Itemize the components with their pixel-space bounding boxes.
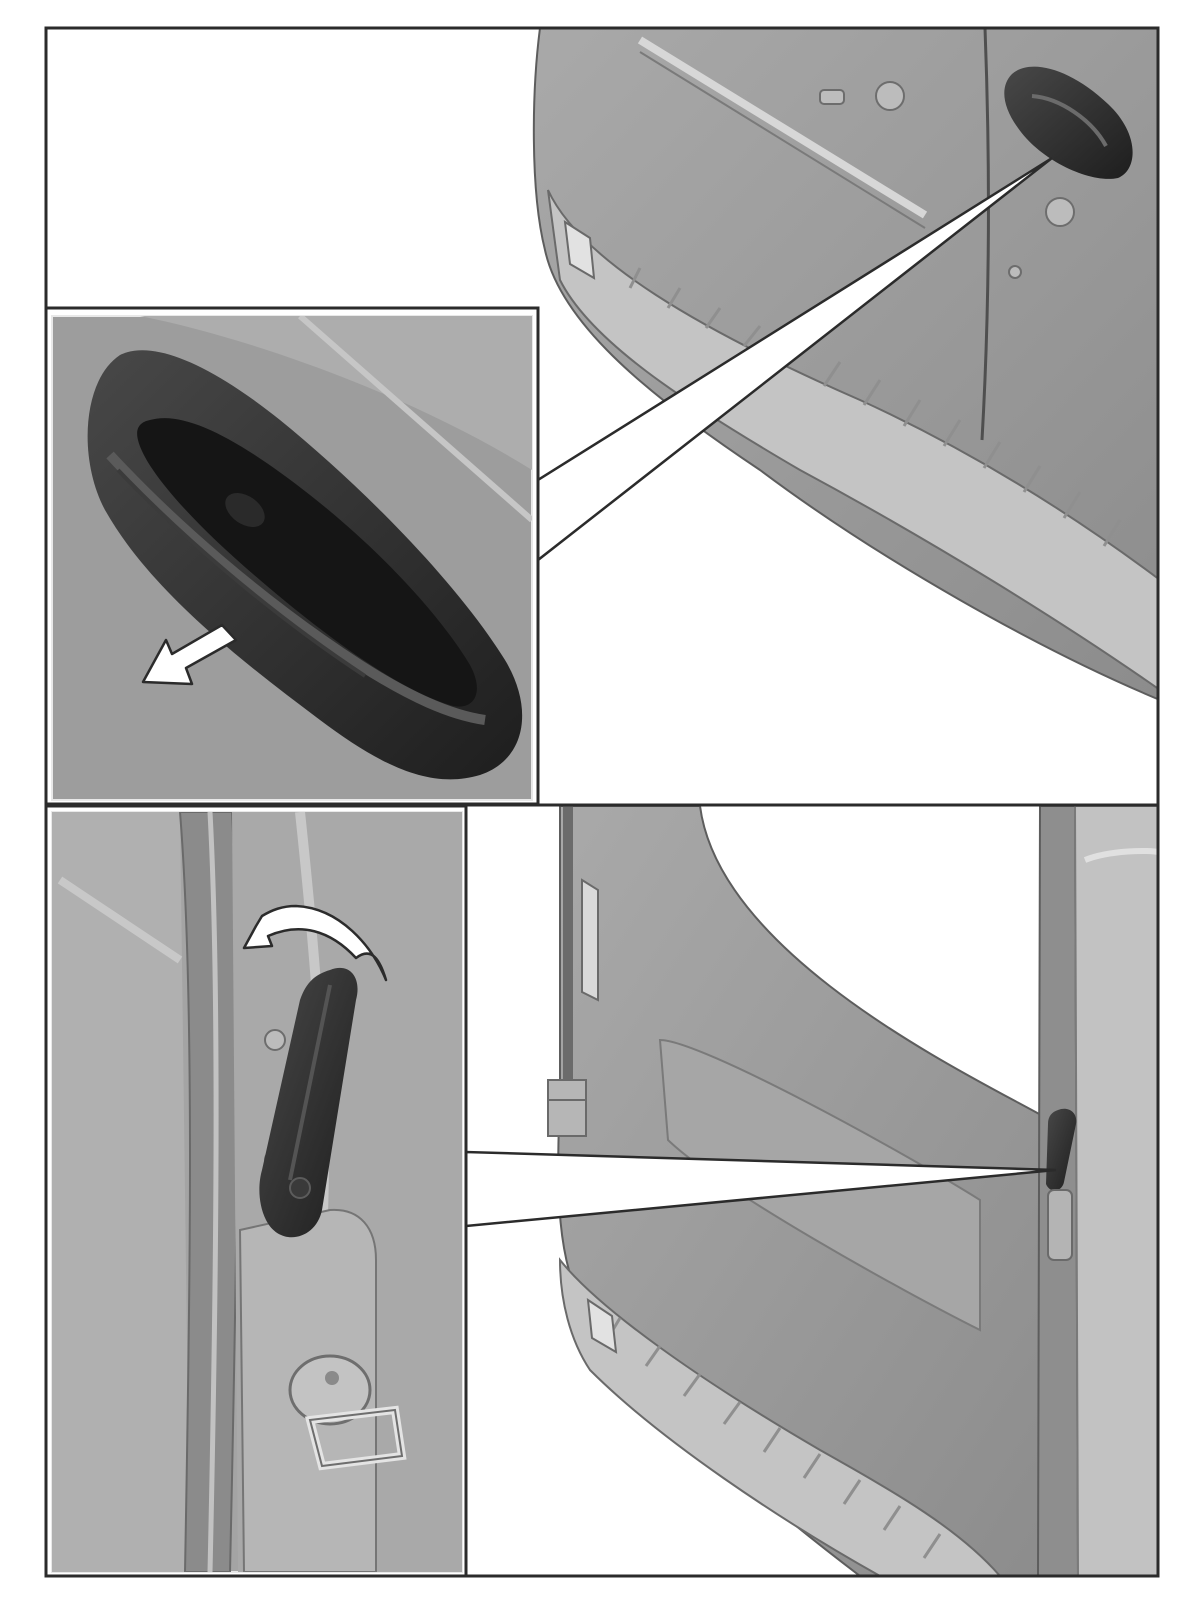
top-panel [46,28,1160,804]
bottom-panel [46,806,1158,1576]
